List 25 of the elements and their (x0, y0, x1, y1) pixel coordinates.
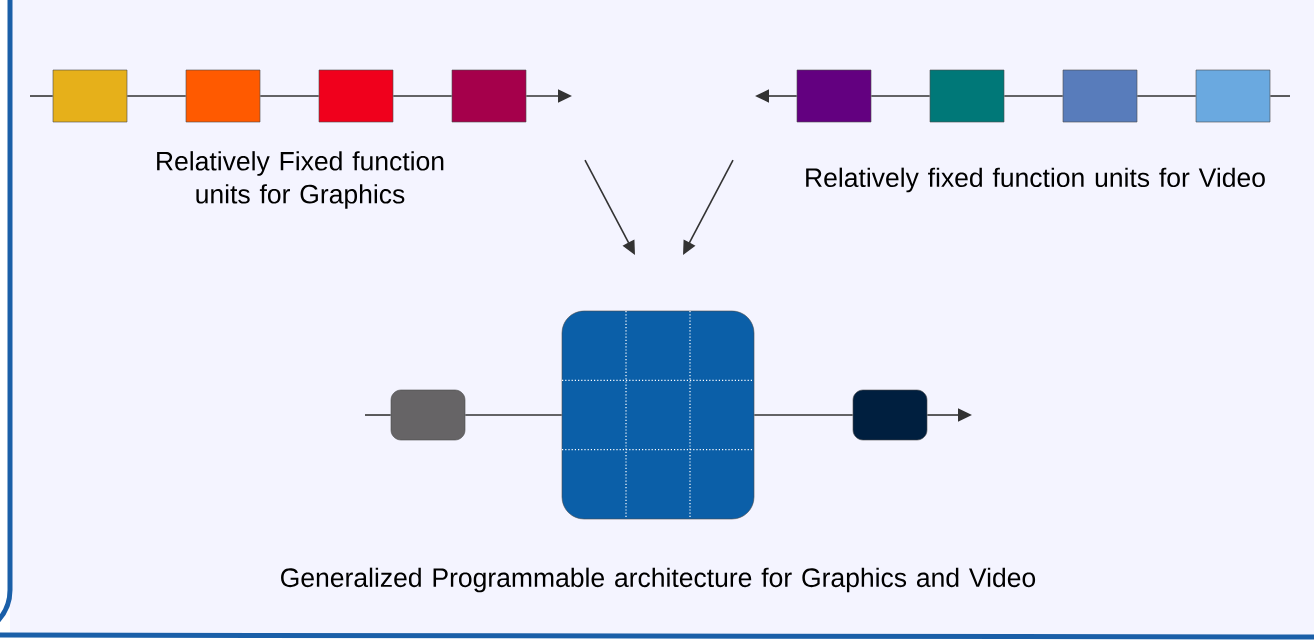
connector-line (29, 95, 54, 97)
unit-box (1195, 69, 1271, 123)
connector-line (753, 414, 854, 416)
connector-line (1269, 95, 1291, 97)
unit-box (185, 69, 261, 123)
unit-box (796, 69, 872, 123)
connector-line (126, 95, 187, 97)
unit-box (52, 69, 128, 123)
grid-block (561, 310, 755, 520)
connector-line (392, 95, 453, 97)
unit-box (451, 69, 527, 123)
connector-line (870, 95, 931, 97)
connector-line (1003, 95, 1064, 97)
caption-text: Relatively fixed function units for Video (806, 167, 1265, 193)
unit-box (318, 69, 394, 123)
connector-line (259, 95, 320, 97)
connector-line (1136, 95, 1197, 97)
caption-text: Relatively Fixed function units for Graphics (157, 151, 444, 209)
connector-line (364, 414, 392, 416)
unit-box (1062, 69, 1138, 123)
connector-line (464, 414, 563, 416)
unit-box (390, 389, 466, 441)
caption-text: Generalized Programmable architecture for Graphics and Video (281, 567, 1036, 593)
unit-box (929, 69, 1005, 123)
unit-box (852, 389, 928, 441)
